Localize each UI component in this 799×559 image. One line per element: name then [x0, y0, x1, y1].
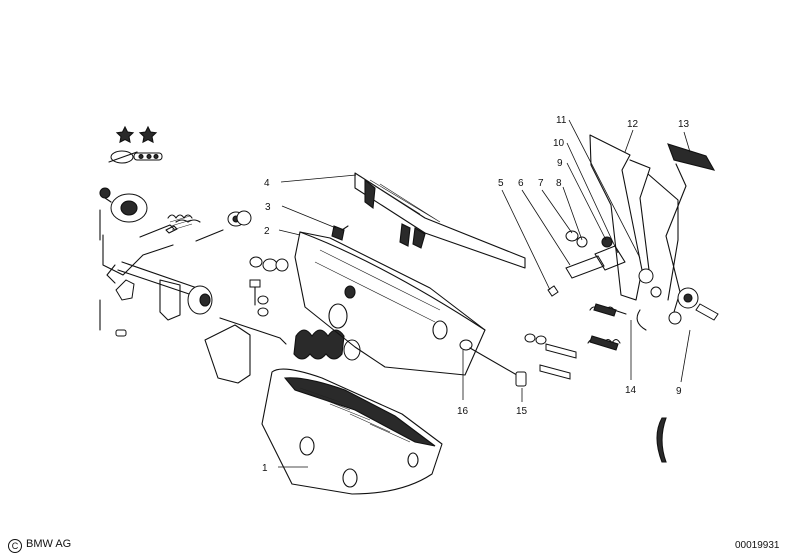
spring-small	[167, 214, 193, 219]
callout-9-lower: 9	[676, 386, 682, 397]
callout-16: 16	[457, 406, 469, 417]
bolts-pair	[524, 333, 577, 380]
callouts: 1 2 3 4 5 6 7 8 9 9 10 11 12 13 14 15 16	[262, 115, 690, 474]
callout-2: 2	[264, 226, 270, 237]
rod-assembly	[459, 339, 527, 387]
callout-10: 10	[553, 138, 565, 149]
upper-cover	[354, 172, 526, 269]
callout-3: 3	[265, 202, 271, 213]
callout-5: 5	[498, 178, 504, 189]
pedals	[589, 134, 719, 331]
callout-7: 7	[538, 178, 544, 189]
clip	[331, 225, 349, 241]
callout-15: 15	[516, 406, 528, 417]
pedal-linkage-assembly	[99, 187, 287, 384]
rubber-boot	[293, 329, 361, 361]
copyright-notice: C BMW AG	[8, 538, 71, 553]
callout-9-upper: 9	[557, 158, 563, 169]
leader-lines	[278, 119, 691, 468]
callout-14: 14	[625, 385, 637, 396]
callout-1: 1	[262, 463, 268, 474]
partial-component	[656, 417, 667, 463]
callout-6: 6	[518, 178, 524, 189]
copyright-icon: C	[8, 539, 22, 553]
lower-tray	[294, 231, 486, 376]
model-badge-icon	[108, 125, 163, 164]
callout-4: 4	[264, 178, 270, 189]
springs	[587, 303, 627, 351]
pedal-shaft	[547, 230, 626, 297]
callout-12: 12	[627, 119, 639, 130]
callout-13: 13	[678, 119, 690, 130]
document-number: 00019931	[735, 540, 780, 551]
bolt-washers	[249, 256, 289, 317]
lower-housing	[261, 368, 443, 495]
callout-8: 8	[556, 178, 562, 189]
copyright-text: BMW AG	[26, 538, 72, 550]
callout-11: 11	[556, 115, 567, 126]
